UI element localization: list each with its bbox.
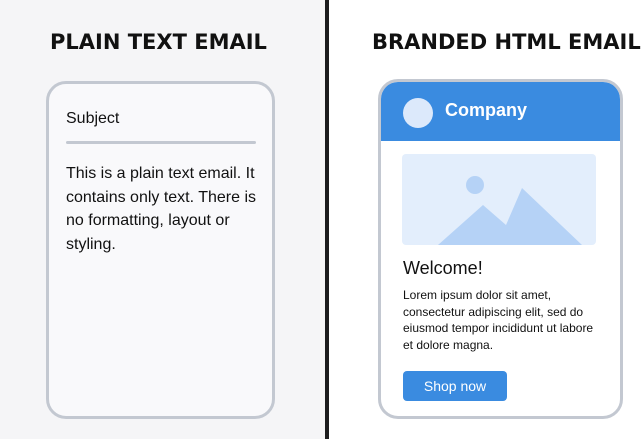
shop-now-button[interactable]: Shop now (403, 371, 507, 401)
branded-email-card: Company Welcome! Lorem ipsum dolor sit a… (378, 79, 623, 419)
panel-divider (325, 0, 329, 439)
subject-divider (66, 141, 256, 144)
image-placeholder-icon (438, 176, 582, 245)
plain-text-heading: PLAIN TEXT EMAIL (50, 30, 267, 54)
branded-heading: BRANDED HTML EMAIL (372, 30, 641, 54)
email-body: Lorem ipsum dolor sit amet, consectetur … (403, 288, 594, 352)
email-headline: Welcome! (403, 258, 483, 278)
branded-panel: BRANDED HTML EMAIL Company Welcome! Lore… (329, 0, 643, 439)
email-header: Company (381, 82, 620, 141)
company-logo-icon (403, 98, 433, 128)
plain-text-panel: PLAIN TEXT EMAIL Subject This is a plain… (46, 30, 275, 419)
plain-text-email-card: Subject This is a plain text email. It c… (46, 81, 275, 419)
email-body: This is a plain text email. It contains … (66, 165, 257, 253)
company-name: Company (445, 100, 528, 120)
email-subject: Subject (66, 110, 120, 127)
hero-image (402, 154, 596, 245)
